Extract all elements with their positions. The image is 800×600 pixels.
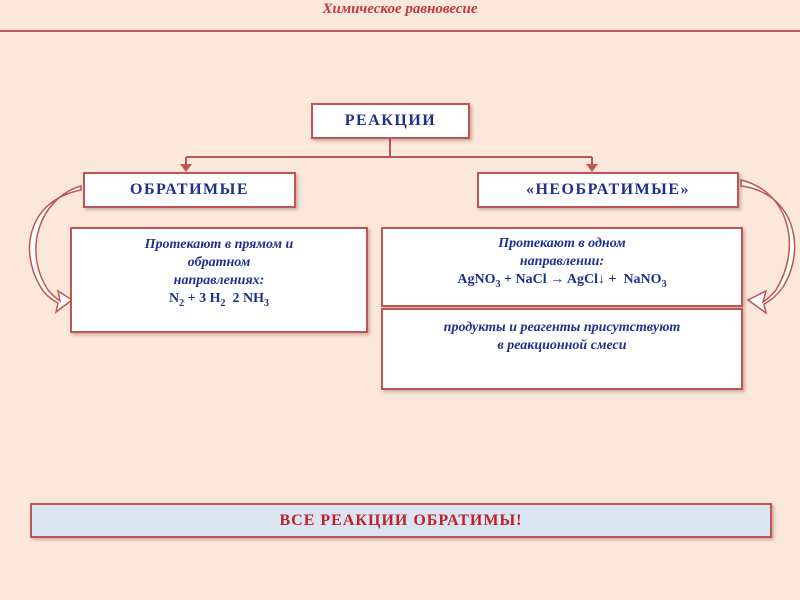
irreversible-label: «НЕОБРАТИМЫЕ» (525, 181, 691, 198)
slide-title: Химическое равновесие (322, 1, 478, 17)
irreversible-desc-line: направлении: (519, 254, 605, 269)
branch-arrow-left (180, 164, 192, 172)
title-divider (0, 30, 800, 32)
reactions-box: РЕАКЦИИ (311, 103, 470, 139)
reversible-desc-line: обратном (187, 255, 251, 270)
branch-arrow-right (586, 164, 598, 172)
conclusion-banner: ВСЕ РЕАКЦИИ ОБРАТИМЫ! (30, 503, 772, 538)
irreversible-desc-line: Протекают в одном (498, 236, 626, 251)
reversible-desc-line: Протекают в прямом и (144, 237, 294, 252)
irreversible-box: «НЕОБРАТИМЫЕ» (477, 172, 739, 208)
irreversible-equation: AgNO3 + NaCl → AgCl↓ + NaNO3 (457, 272, 667, 290)
irreversible-description-box: Протекают в одном направлении: AgNO3 + N… (381, 227, 743, 307)
reversible-box: ОБРАТИМЫЕ (83, 172, 296, 208)
reversible-equation: N2 + 3 H2 2 NH3 (169, 291, 269, 309)
reactions-label: РЕАКЦИИ (344, 112, 437, 129)
conclusion-text: ВСЕ РЕАКЦИИ ОБРАТИМЫ! (279, 511, 523, 529)
branch-connector (186, 139, 592, 158)
mixture-note-line: в реакционной смеси (497, 338, 627, 353)
curved-arrow-right-icon (740, 179, 796, 315)
reversible-desc-line: направлениях: (173, 273, 265, 288)
mixture-note-line: продукты и реагенты присутствуют (443, 320, 681, 335)
reversible-label: ОБРАТИМЫЕ (130, 181, 249, 198)
curved-arrow-left-icon (28, 184, 82, 314)
reaction-mixture-note-box: продукты и реагенты присутствуют в реакц… (381, 308, 743, 390)
reversible-description-box: Протекают в прямом и обратном направлени… (70, 227, 368, 333)
